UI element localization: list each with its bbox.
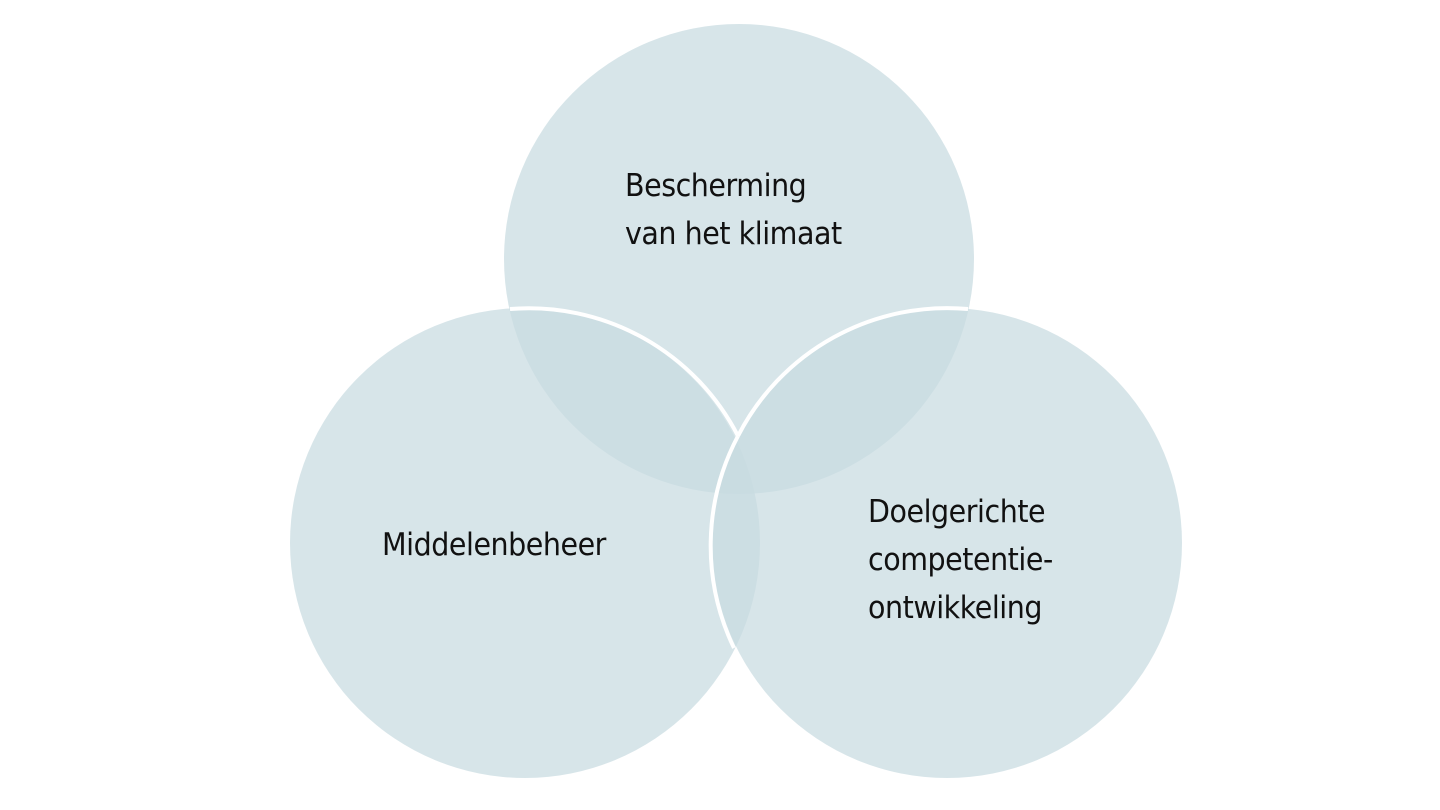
label-line: ontwikkeling	[868, 590, 1043, 626]
circle-right	[712, 308, 1182, 778]
label-climate-protection: Bescherming van het klimaat	[625, 162, 842, 258]
label-resource-management: Middelenbeheer	[382, 521, 606, 569]
circle-left	[290, 308, 760, 778]
label-line: competentie-	[868, 542, 1053, 578]
seam-right-lower	[708, 435, 740, 649]
label-line: Middelenbeheer	[382, 527, 606, 563]
label-line: Bescherming	[625, 168, 807, 204]
label-competence-development: Doelgerichte competentie- ontwikkeling	[868, 488, 1053, 632]
seam-right-circle	[736, 306, 969, 437]
label-line: van het klimaat	[625, 216, 842, 252]
label-line: Doelgerichte	[868, 494, 1046, 530]
seam-left-circle	[509, 306, 740, 437]
